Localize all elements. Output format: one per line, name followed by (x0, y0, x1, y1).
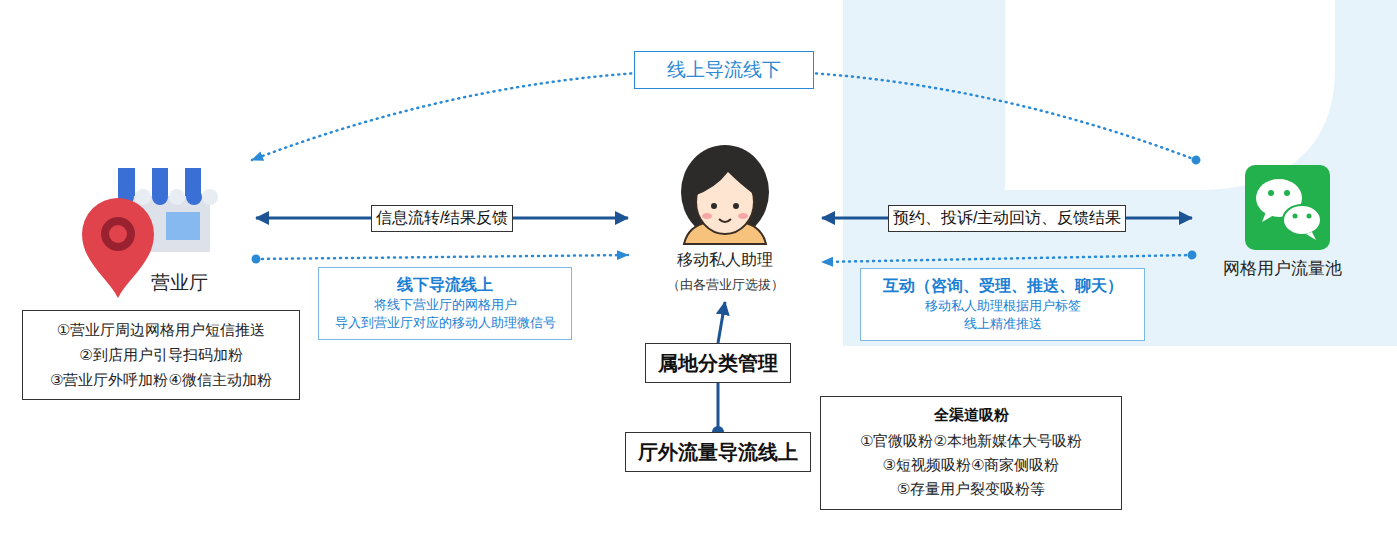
box-label: 厅外流量导流线上 (636, 438, 800, 466)
arrow-connector (717, 383, 720, 432)
location-pin (82, 198, 154, 298)
process-box: 属地分类管理 (645, 343, 791, 383)
store-node: 营业厅 (80, 160, 256, 300)
awning-scallop (202, 189, 218, 205)
pin-ring (101, 217, 135, 251)
callout-title: 互动（咨询、受理、推送、聊天） (869, 275, 1136, 297)
node-label: 网格用户流量池 (1223, 258, 1342, 281)
wechat-icon (1245, 165, 1330, 250)
mouth (719, 219, 731, 222)
bubble-tail (1262, 212, 1274, 222)
bubble-eye (1268, 190, 1274, 196)
node-sublabel: （由各营业厅选拔） (667, 276, 784, 294)
node-label: 营业厅 (151, 270, 208, 296)
eye (711, 203, 717, 209)
note-body: ①官微吸粉②本地新媒体大号吸粉 ③短视频吸粉④商家侧吸粉 ⑤存量用户裂变吸粉等 (847, 429, 1095, 501)
pin-hole (109, 225, 127, 243)
callout-box: 线下导流线上将线下营业厅的网格用户 导入到营业厅对应的移动人助理微信号 (318, 267, 572, 340)
pin-body (82, 198, 154, 298)
wechat-node: 网格用户流量池 (1192, 160, 1372, 285)
awning-scallop (169, 189, 185, 205)
bubble-eye (1293, 214, 1298, 219)
edge-label: 预约、投诉/主动回访、反馈结果 (888, 205, 1126, 232)
awning-scallop (186, 189, 202, 205)
bangs (694, 160, 756, 196)
store-window (166, 212, 200, 240)
awning-scallop (135, 189, 151, 205)
node-label: 移动私人助理 (677, 249, 773, 271)
bubble-tail (1306, 232, 1316, 240)
note-box: ①营业厅周边网格用户短信推送 ②到店用户引导扫码加粉 ③营业厅外呼加粉④微信主动… (22, 310, 300, 400)
dotted-connector (256, 255, 628, 259)
note-text: ①营业厅周边网格用户短信推送 ②到店用户引导扫码加粉 ③营业厅外呼加粉④微信主动… (33, 318, 289, 392)
hair-back (681, 145, 769, 239)
edge-label: 信息流转/结果反馈 (371, 205, 513, 232)
callout-body: 移动私人助理根据用户标签 线上精准推送 (914, 297, 1092, 335)
edge-label: 线上导流线下 (634, 51, 814, 89)
store-awning (118, 168, 218, 196)
callout-box: 互动（咨询、受理、推送、聊天）移动私人助理根据用户标签 线上精准推送 (860, 268, 1145, 341)
backdrop-shape (843, 0, 1397, 346)
bubble-eye (1284, 190, 1290, 196)
dotted-connector (822, 255, 1192, 262)
cheek (702, 213, 712, 219)
cheek (738, 213, 748, 219)
note-title: 全渠道吸粉 (831, 405, 1111, 425)
assistant-node: 移动私人助理 （由各营业厅选拔） (628, 140, 822, 302)
process-box: 厅外流量导流线上 (625, 432, 811, 472)
callout-title: 线下导流线上 (327, 274, 563, 296)
box-label: 属地分类管理 (656, 349, 780, 377)
note-box: 全渠道吸粉 ①官微吸粉②本地新媒体大号吸粉 ③短视频吸粉④商家侧吸粉 ⑤存量用户裂… (820, 396, 1122, 510)
assistant-icon (681, 145, 769, 244)
awning-scallop (152, 189, 168, 205)
bubble-eye (1307, 214, 1312, 219)
bubble-small (1283, 205, 1321, 235)
eye (733, 203, 739, 209)
wechat-tile (1245, 165, 1330, 250)
arrow-connector (718, 302, 725, 343)
callout-body: 将线下营业厅的网格用户 导入到营业厅对应的移动人助理微信号 (327, 296, 563, 334)
